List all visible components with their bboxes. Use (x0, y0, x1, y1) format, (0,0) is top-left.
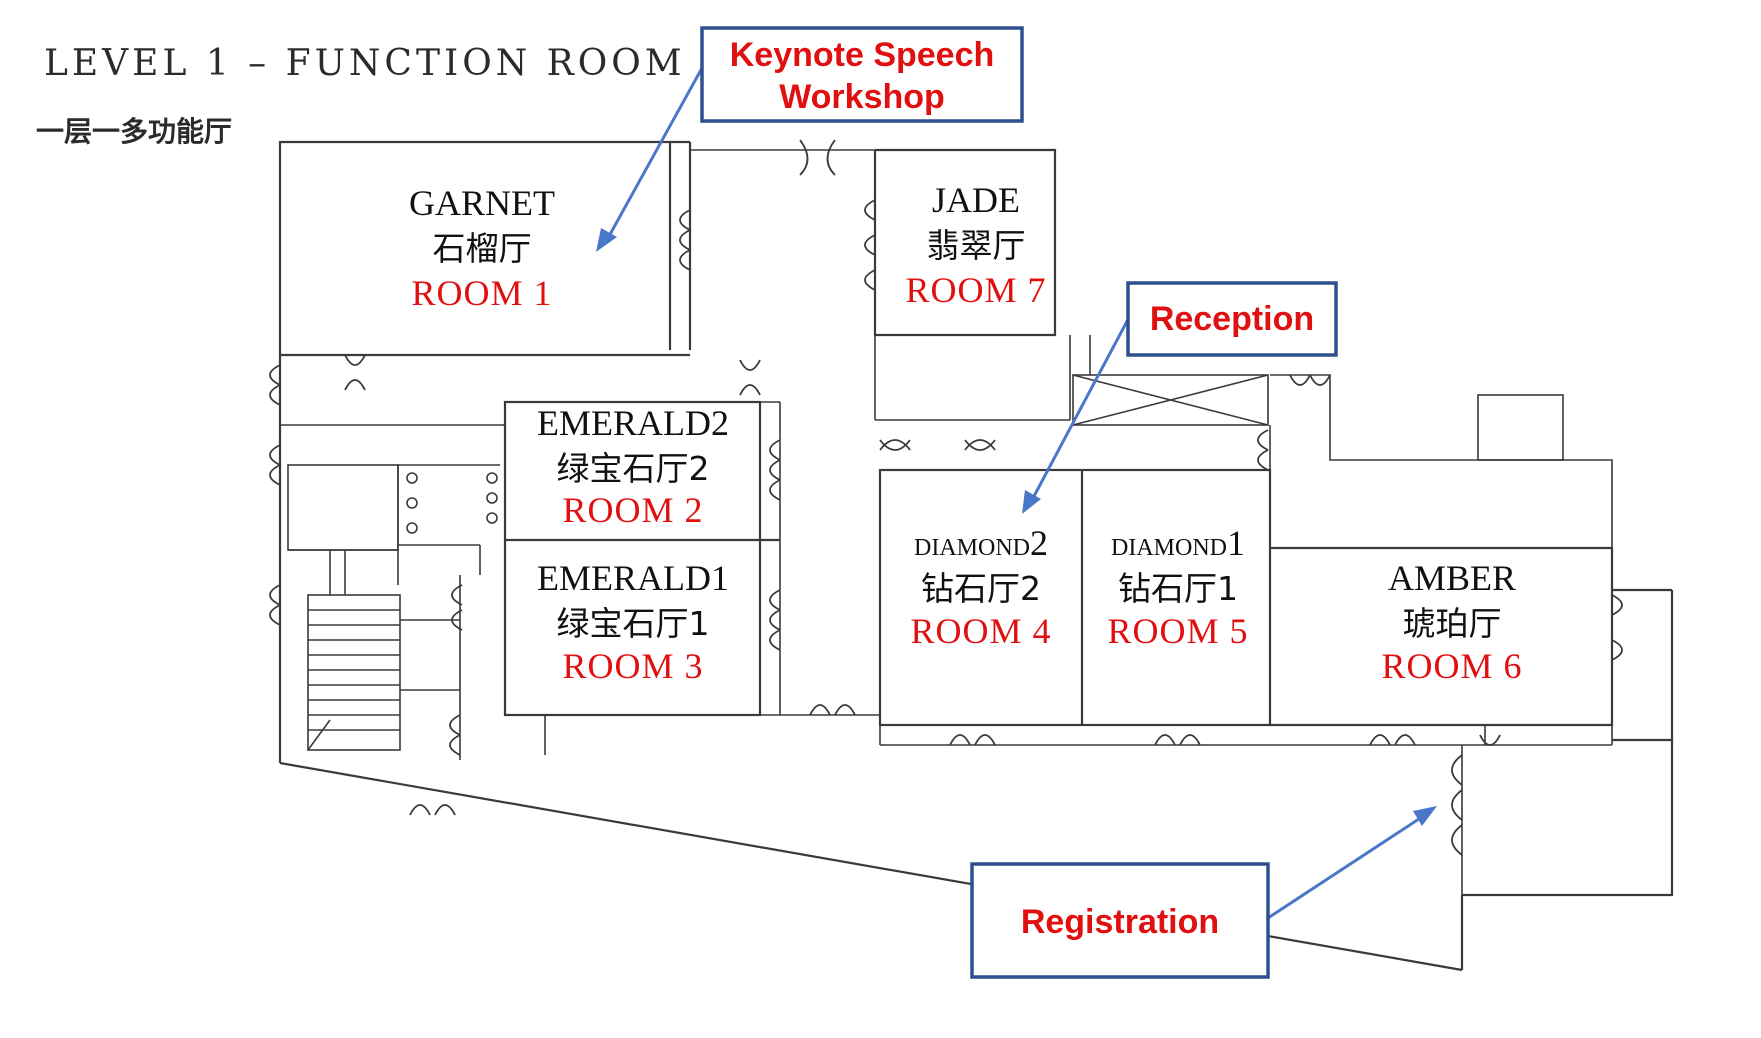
callout-text-line1: Keynote Speech (730, 36, 995, 74)
label-room-amber: AMBER 琥珀厅 ROOM 6 (1381, 558, 1522, 686)
label-room-diamond1: DIAMOND1 钻石厅1 ROOM 5 (1107, 523, 1248, 651)
room-name: AMBER (1388, 558, 1516, 598)
callout-registration: Registration (970, 862, 1270, 979)
room-number: ROOM 1 (411, 273, 552, 313)
label-room-emerald1: EMERALD1 绿宝石厅1 ROOM 3 (537, 558, 729, 686)
callout-text: Reception (1150, 300, 1314, 338)
room-name-chinese: 绿宝石厅2 (557, 449, 710, 488)
room-name-chinese: 翡翠厅 (927, 226, 1026, 265)
callout-text: Registration (1021, 903, 1219, 941)
room-name-chinese: 绿宝石厅1 (557, 604, 710, 643)
room-number: ROOM 5 (1107, 611, 1248, 651)
label-room-garnet: GARNET 石榴厅 ROOM 1 (409, 183, 555, 313)
keynote-arrow (606, 67, 704, 239)
registration-arrowhead (1413, 806, 1437, 826)
callout-text-line2: Workshop (779, 78, 945, 116)
room-name-chinese: 石榴厅 (433, 229, 532, 268)
floor-title-english: LEVEL 1 – FUNCTION ROOM (44, 43, 686, 84)
callout-box (700, 26, 1024, 123)
reception-arrowhead (1022, 490, 1041, 514)
floor-title-chinese: 一层一多功能厅 (36, 115, 232, 148)
room-name: DIAMOND2 (914, 523, 1048, 563)
door-swings (269, 139, 1623, 856)
room-name-chinese: 钻石厅2 (921, 569, 1041, 608)
room-jade (873, 148, 1091, 421)
service-area (287, 464, 546, 760)
callout-keynote: Keynote Speech Workshop (700, 26, 1024, 123)
registration-arrow (1267, 813, 1426, 920)
reception-arrow (1030, 309, 1135, 501)
room-diamond-block (878, 425, 1485, 746)
label-room-jade: JADE 翡翠厅 ROOM 7 (905, 180, 1046, 310)
room-name: DIAMOND1 (1111, 523, 1245, 563)
room-name-chinese: 琥珀厅 (1403, 604, 1502, 643)
callout-box (1126, 281, 1338, 357)
room-number: ROOM 7 (905, 270, 1046, 310)
room-name: EMERALD2 (537, 403, 729, 443)
label-room-diamond2: DIAMOND2 钻石厅2 ROOM 4 (910, 523, 1051, 651)
room-name: EMERALD1 (537, 558, 729, 598)
room-number: ROOM 2 (562, 490, 703, 530)
room-emerald-block (503, 400, 880, 717)
label-room-emerald2: EMERALD2 绿宝石厅2 ROOM 2 (537, 403, 729, 530)
room-number: ROOM 4 (910, 611, 1051, 651)
room-number: ROOM 3 (562, 646, 703, 686)
elevator-shaft (1072, 374, 1269, 426)
room-name-chinese: 钻石厅1 (1118, 569, 1238, 608)
room-name: JADE (932, 180, 1020, 220)
callout-reception: Reception (1126, 281, 1338, 357)
callout-box (970, 862, 1270, 979)
room-number: ROOM 6 (1381, 646, 1522, 686)
callout-arrows (596, 67, 1437, 920)
room-name: GARNET (409, 183, 555, 223)
keynote-arrowhead (596, 228, 617, 252)
